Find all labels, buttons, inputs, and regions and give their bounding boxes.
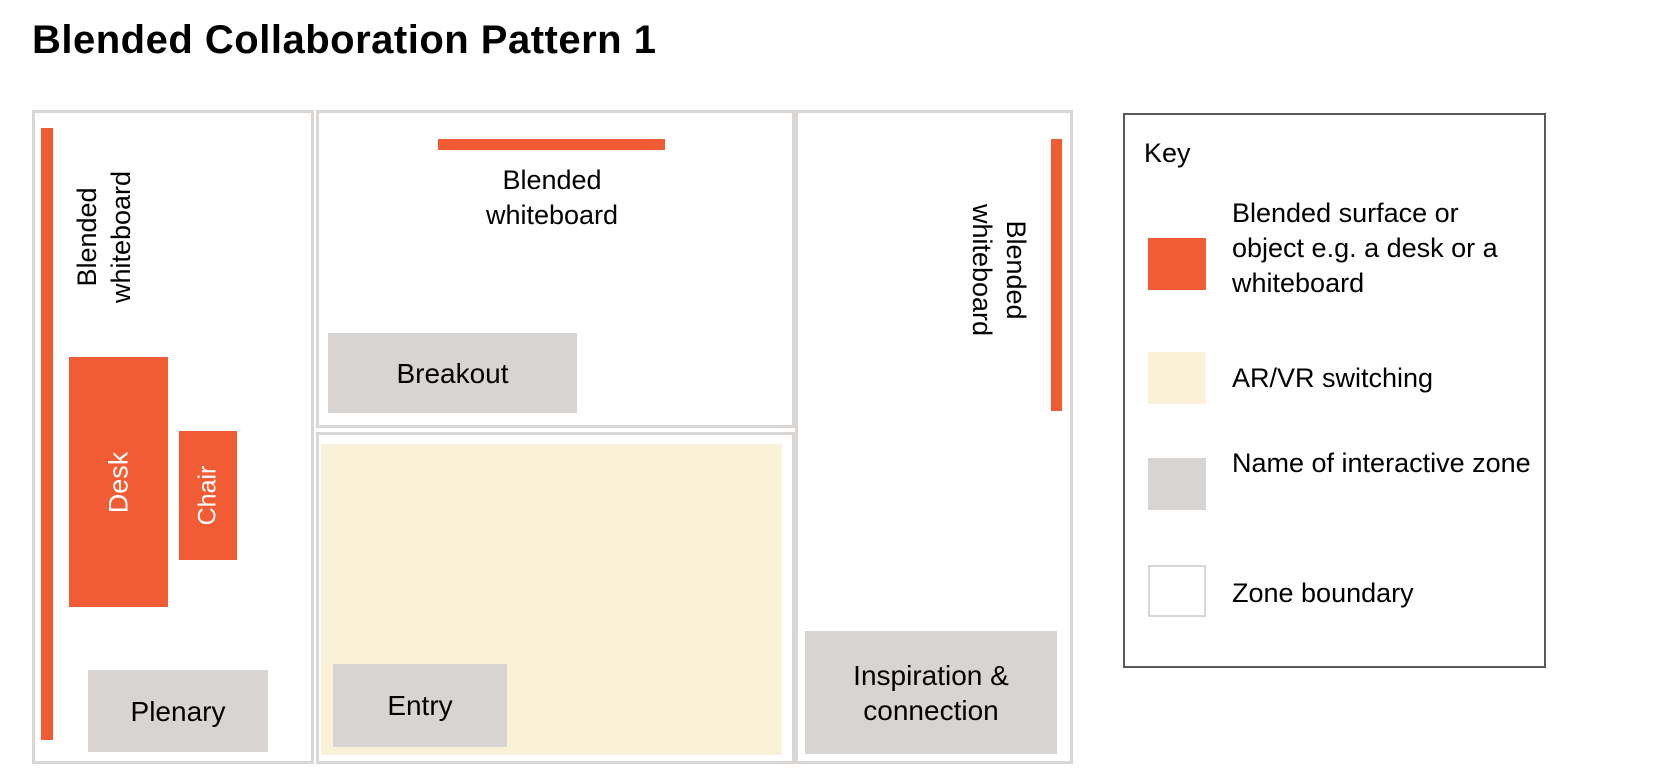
breakout-label: Breakout [396, 357, 509, 389]
blended-whiteboard-label-right: Blended whiteboard [967, 203, 1031, 337]
zone-name-inspiration-connection: Inspiration & connection [805, 631, 1057, 754]
desk-label: Desk [102, 451, 133, 513]
blended-surface-swatch [1148, 238, 1206, 290]
interactive-zone-swatch [1148, 458, 1206, 510]
arvr-switching-swatch [1148, 352, 1206, 404]
zone-boundary-swatch [1148, 565, 1206, 617]
page-title: Blended Collaboration Pattern 1 [32, 18, 657, 62]
chair: Chair [179, 431, 237, 560]
interactive-zone-key-label: Name of interactive zone [1232, 448, 1531, 478]
blended-surface-key-label: Blended surface or object e.g. a desk or… [1232, 198, 1498, 299]
desk: Desk [69, 357, 168, 607]
blended-whiteboard-label-left: Blended whiteboard [72, 170, 136, 304]
arvr-switching-key-label: AR/VR switching [1232, 363, 1434, 393]
blended-whiteboard-bar-right [1051, 139, 1062, 411]
blended-whiteboard-bar-middle [438, 139, 665, 150]
key-title: Key [1144, 138, 1191, 168]
plenary-label: Plenary [130, 695, 226, 727]
zone-name-plenary: Plenary [88, 670, 268, 752]
blended-whiteboard-bar-left [41, 128, 53, 740]
inspiration-connection-label: Inspiration & connection [853, 659, 1009, 726]
zone-boundary-key-label: Zone boundary [1232, 578, 1414, 608]
entry-label: Entry [387, 690, 453, 721]
zone-name-breakout: Breakout [328, 333, 577, 413]
chair-label: Chair [193, 465, 222, 526]
blended-whiteboard-label-middle: Blended whiteboard [485, 165, 619, 231]
zone-name-entry: Entry [333, 664, 507, 747]
